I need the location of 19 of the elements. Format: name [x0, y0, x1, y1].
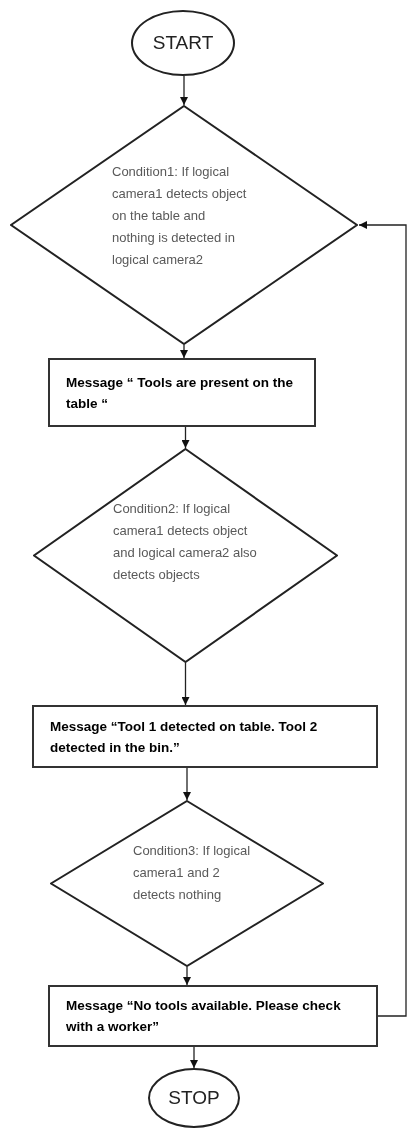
arrow	[358, 221, 407, 1017]
arrow	[180, 344, 188, 359]
decision-diamond	[10, 105, 358, 345]
arrow	[180, 75, 188, 106]
arrow	[181, 662, 190, 706]
process-box: Message “ Tools are present on the table “	[48, 358, 316, 427]
arrow	[183, 767, 191, 801]
arrow	[190, 1046, 198, 1069]
terminal-ellipse: STOP	[148, 1068, 240, 1128]
condition-text: Condition2: If logical camera1 detects object and logical camera2 also detects objects	[113, 500, 258, 584]
arrow	[181, 426, 190, 449]
condition-text: Condition1: If logical camera1 detects object on the table and nothing is detected in logical camera2	[112, 163, 247, 269]
terminal-ellipse: START	[131, 10, 235, 76]
decision-diamond	[50, 800, 324, 967]
arrow	[183, 966, 191, 986]
process-box: Message “Tool 1 detected on table. Tool 2 detected in the bin.”	[32, 705, 378, 768]
process-box: Message “No tools available. Please check with a worker”	[48, 985, 378, 1047]
condition-text: Condition3: If logical camera1 and 2 detects nothing	[133, 842, 252, 904]
decision-diamond	[33, 448, 338, 663]
